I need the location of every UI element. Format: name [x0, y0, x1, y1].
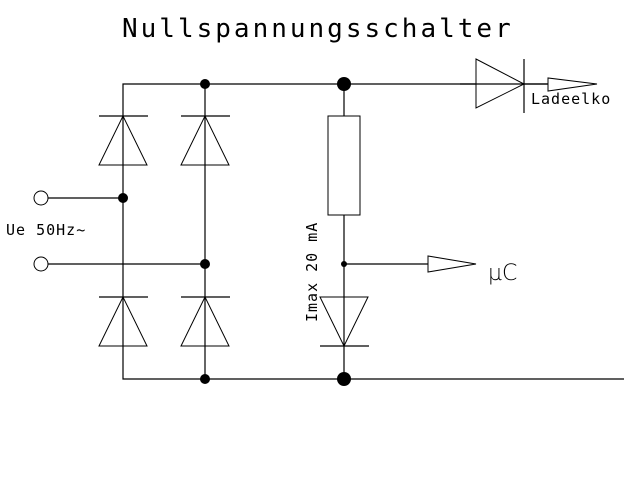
input-terminal-1: [33, 190, 49, 206]
zener-diode: [319, 296, 369, 379]
input-terminal-2: [33, 256, 49, 272]
bottom-rail: [122, 346, 624, 380]
ladeelko-label: Ladeelko: [531, 90, 611, 108]
junction-dot: [200, 374, 210, 384]
ladeelko-output-arrow: [547, 77, 598, 92]
junction-dot: [200, 79, 210, 89]
input-label: Ue 50Hz~: [6, 221, 86, 239]
bridge-diode-top-left: [98, 114, 148, 166]
junction-dot: [118, 193, 128, 203]
bridge-diode-top-right: [180, 114, 230, 166]
bridge-diode-bottom-left: [98, 295, 148, 347]
mcu-output-arrow: [427, 255, 477, 273]
mcu-label: µC: [488, 261, 517, 286]
resistor-label: Imax 20 mA: [303, 222, 321, 322]
junction-dot: [341, 261, 347, 267]
output-diode: [460, 58, 548, 113]
series-resistor: [327, 115, 361, 216]
junction-dot: [337, 77, 351, 91]
diagram-title: Nullspannungsschalter: [122, 14, 514, 44]
top-rail: [122, 83, 470, 116]
junction-dot: [200, 259, 210, 269]
bridge-diode-bottom-right: [180, 295, 230, 347]
junction-dot: [337, 372, 351, 386]
